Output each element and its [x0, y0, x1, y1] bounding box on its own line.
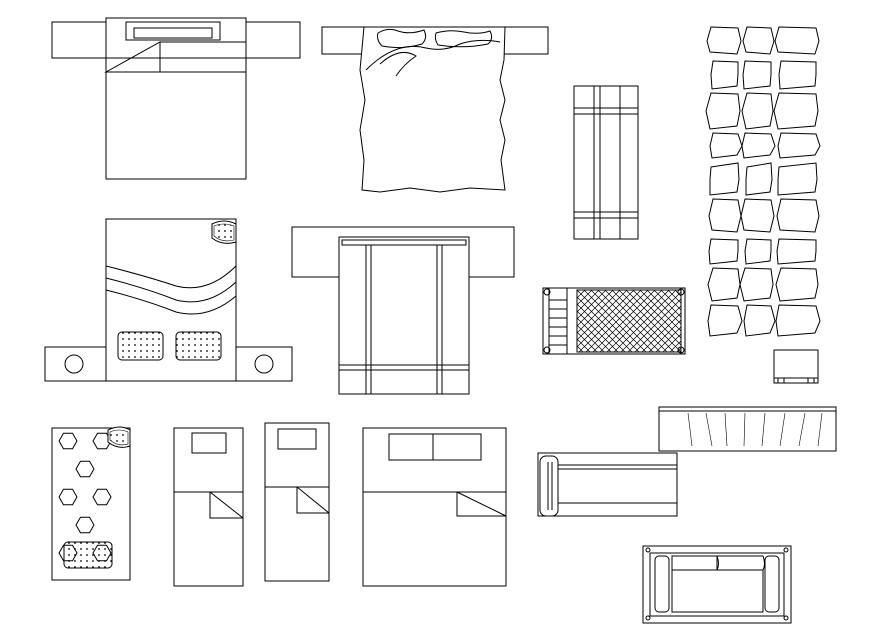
- paving-stone: [776, 238, 817, 265]
- paving-stone: [741, 132, 776, 159]
- hexagon-motif: [58, 488, 78, 506]
- paving-stone: [741, 92, 774, 130]
- paving-stone: [742, 60, 772, 90]
- paving-stone: [744, 238, 772, 265]
- paving-stone: [745, 162, 773, 196]
- sun-lounger: [542, 287, 686, 355]
- paving-stone: [775, 304, 821, 337]
- hexagon-motif: [75, 516, 95, 534]
- double-bed-quilted: [291, 226, 515, 395]
- daybed: [537, 452, 678, 517]
- paving-stone: [706, 26, 742, 55]
- low-shelf: [658, 406, 837, 452]
- single-bed-hexagon-pattern: [51, 426, 131, 581]
- hexagon-motif: [92, 432, 112, 450]
- paving-stone: [775, 267, 819, 302]
- paving-stone: [740, 198, 775, 233]
- paving-stone: [708, 238, 739, 265]
- paving-stone: [777, 162, 818, 196]
- double-bed-with-nightstands: [51, 17, 301, 180]
- hexagon-motif: [58, 432, 78, 450]
- paving-stone: [705, 92, 741, 130]
- paving-stone: [709, 132, 743, 159]
- paving-stone: [709, 162, 740, 196]
- double-bed-wavy-sheet: [321, 26, 549, 193]
- sofa: [642, 545, 792, 624]
- paving-stone: [773, 92, 819, 130]
- paving-stone: [778, 60, 817, 90]
- paving-stone: [742, 26, 775, 55]
- single-bed: [173, 427, 244, 587]
- double-bed-two-pillows: [362, 427, 507, 587]
- paving-stone: [743, 304, 776, 337]
- paving-stone: [777, 132, 821, 159]
- hexagon-motif: [92, 488, 112, 506]
- double-bed-wave-blanket: [44, 218, 293, 382]
- single-bed-narrow: [264, 422, 330, 582]
- hexagon-motif: [75, 460, 95, 478]
- paving-stone: [707, 304, 743, 337]
- paving-stone: [710, 60, 739, 90]
- paving-stone: [774, 26, 820, 55]
- small-side-table: [773, 349, 819, 384]
- paving-stone: [776, 198, 820, 233]
- paving-stone: [707, 267, 741, 302]
- paving-stone: [708, 198, 742, 233]
- bench: [573, 85, 639, 240]
- paving-stone: [739, 267, 774, 302]
- stone-paving-strip: [705, 26, 821, 337]
